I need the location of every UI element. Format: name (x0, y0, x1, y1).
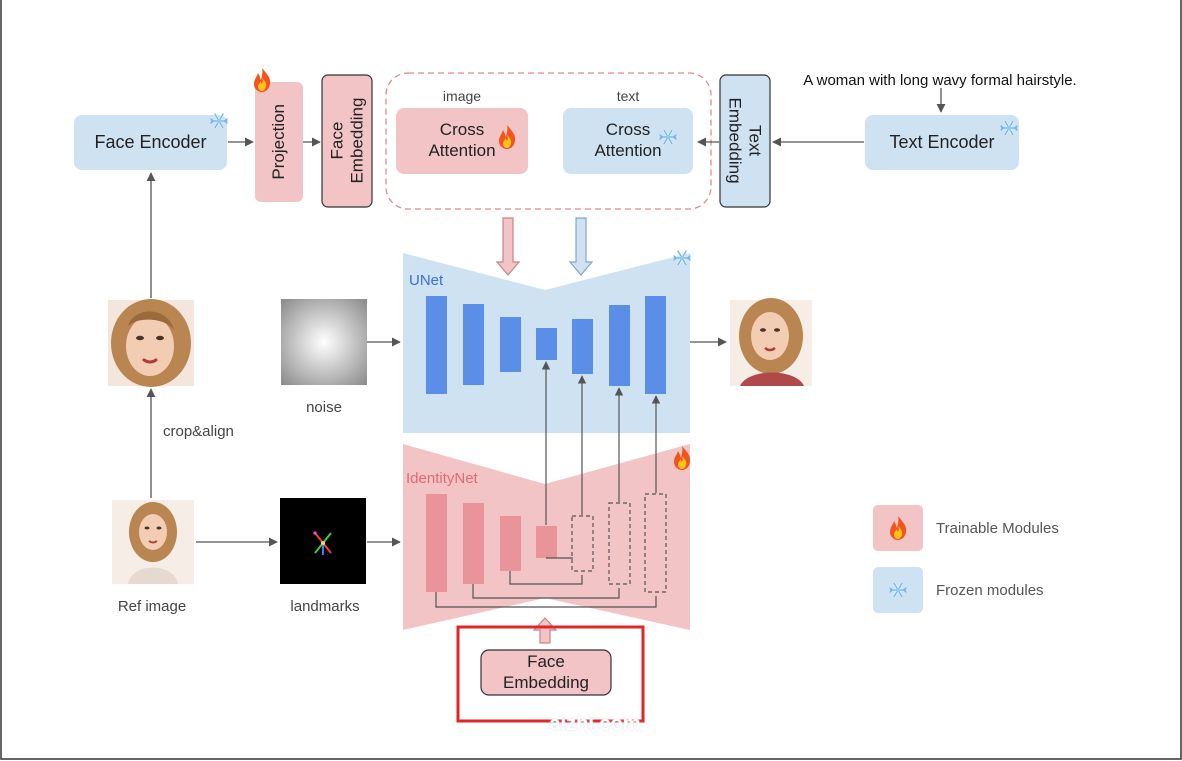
ref-image-label: Ref image (117, 598, 187, 615)
face-embedding-bottom-box (480, 649, 612, 696)
landmarks-image (280, 498, 366, 584)
identitynet-blocks (426, 494, 557, 592)
ref-image (112, 500, 194, 584)
unet-label: UNet (409, 272, 444, 289)
identitynet-zero-blocks (571, 493, 667, 593)
hollow-arrow-image (495, 217, 521, 276)
output-image (730, 298, 812, 386)
image-label: image (442, 88, 482, 104)
landmarks-label: landmarks (290, 598, 360, 615)
noise-label: noise (306, 399, 342, 416)
text-encoder-label: Text Encoder (889, 131, 995, 152)
cross-attention-image-box (396, 108, 528, 174)
cross-attention-image-text: Cross Attention (428, 120, 496, 160)
crop-align-label: crop&align (163, 423, 234, 440)
hollow-arrow-face-embedding (532, 617, 558, 644)
highlight-box (456, 625, 645, 723)
cross-attention-text-text: Cross Attention (594, 120, 662, 160)
identitynet-label: IdentityNet (406, 470, 478, 487)
watermark: aizhi.com (549, 713, 641, 735)
cross-attention-group (385, 72, 712, 210)
text-embedding-text: Text Embedding (726, 98, 765, 185)
face-embedding-top-text: Face Embedding (327, 97, 366, 184)
legend-trainable-label: Trainable Modules (936, 520, 1059, 537)
text-encoder-box (865, 115, 1019, 170)
legend-frozen-label: Frozen modules (936, 582, 1044, 599)
text-embedding-label: Text Embedding (720, 75, 770, 207)
cross-attention-image-label: Cross Attention (396, 108, 528, 174)
skip-connections (435, 557, 657, 608)
projection-text: Projection (269, 104, 289, 180)
face-embedding-top-box (321, 74, 373, 208)
unet-blocks (426, 296, 666, 394)
aligned-face-image (108, 299, 194, 387)
face-embedding-bottom-label: Face Embedding (481, 650, 611, 695)
projection-box (255, 82, 303, 202)
face-encoder-label: Face Encoder (94, 131, 207, 152)
noise-image (281, 299, 367, 385)
text-embedding-box (719, 74, 771, 208)
projection-label: Projection (255, 82, 303, 202)
hollow-arrow-text (568, 217, 594, 276)
text-label: text (616, 88, 640, 104)
cross-attention-text-label: Cross Attention (563, 108, 693, 174)
face-embedding-bottom-text: Face Embedding (502, 651, 589, 692)
face-encoder-box (74, 115, 227, 170)
face-embedding-top-label: Face Embedding (322, 75, 372, 207)
cross-attention-text-box (563, 108, 693, 174)
prompt-text: A woman with long wavy formal hairstyle. (803, 72, 1077, 89)
